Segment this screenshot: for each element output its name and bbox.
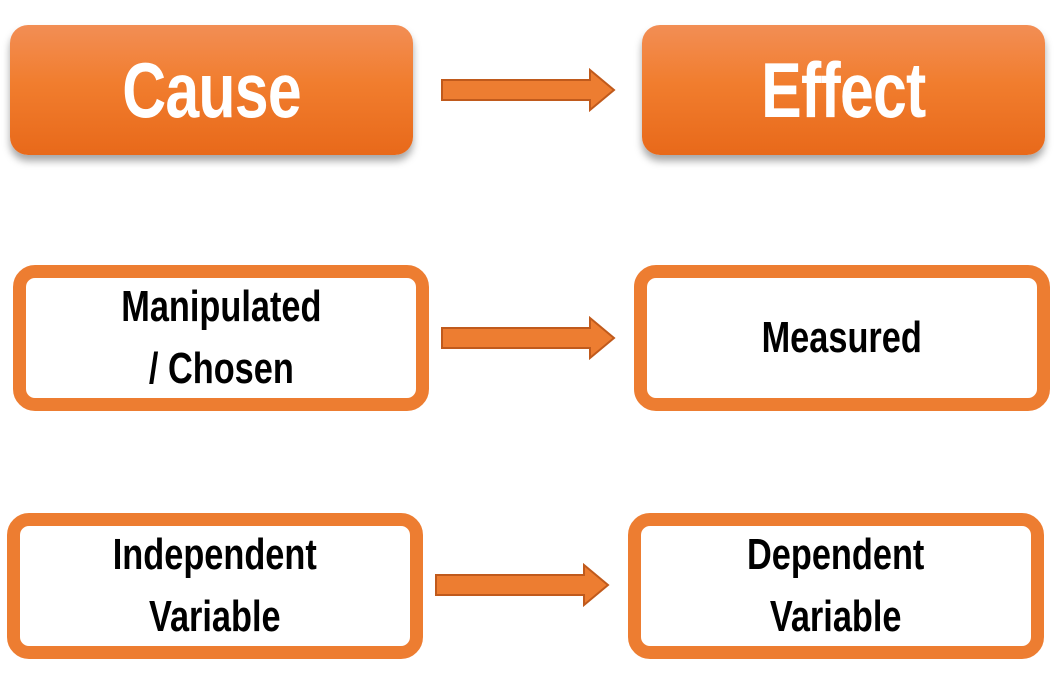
cause-label: Cause [122, 45, 301, 134]
dependent-variable-box: Dependent Variable [628, 513, 1044, 659]
measured-box: Measured [634, 265, 1050, 411]
arrow-right-icon [441, 68, 616, 112]
independent-variable-label: Independent Variable [112, 530, 318, 641]
manipulated-box: Manipulated / Chosen [13, 265, 429, 411]
measured-label: Measured [761, 313, 923, 362]
arrow-right-icon [435, 563, 610, 607]
manipulated-label: Manipulated / Chosen [120, 282, 322, 393]
cause-box: Cause [10, 25, 413, 155]
arrow-right-icon [441, 316, 616, 360]
independent-variable-box: Independent Variable [7, 513, 423, 659]
effect-label: Effect [761, 45, 926, 134]
effect-box: Effect [642, 25, 1045, 155]
dependent-variable-label: Dependent Variable [747, 530, 925, 641]
